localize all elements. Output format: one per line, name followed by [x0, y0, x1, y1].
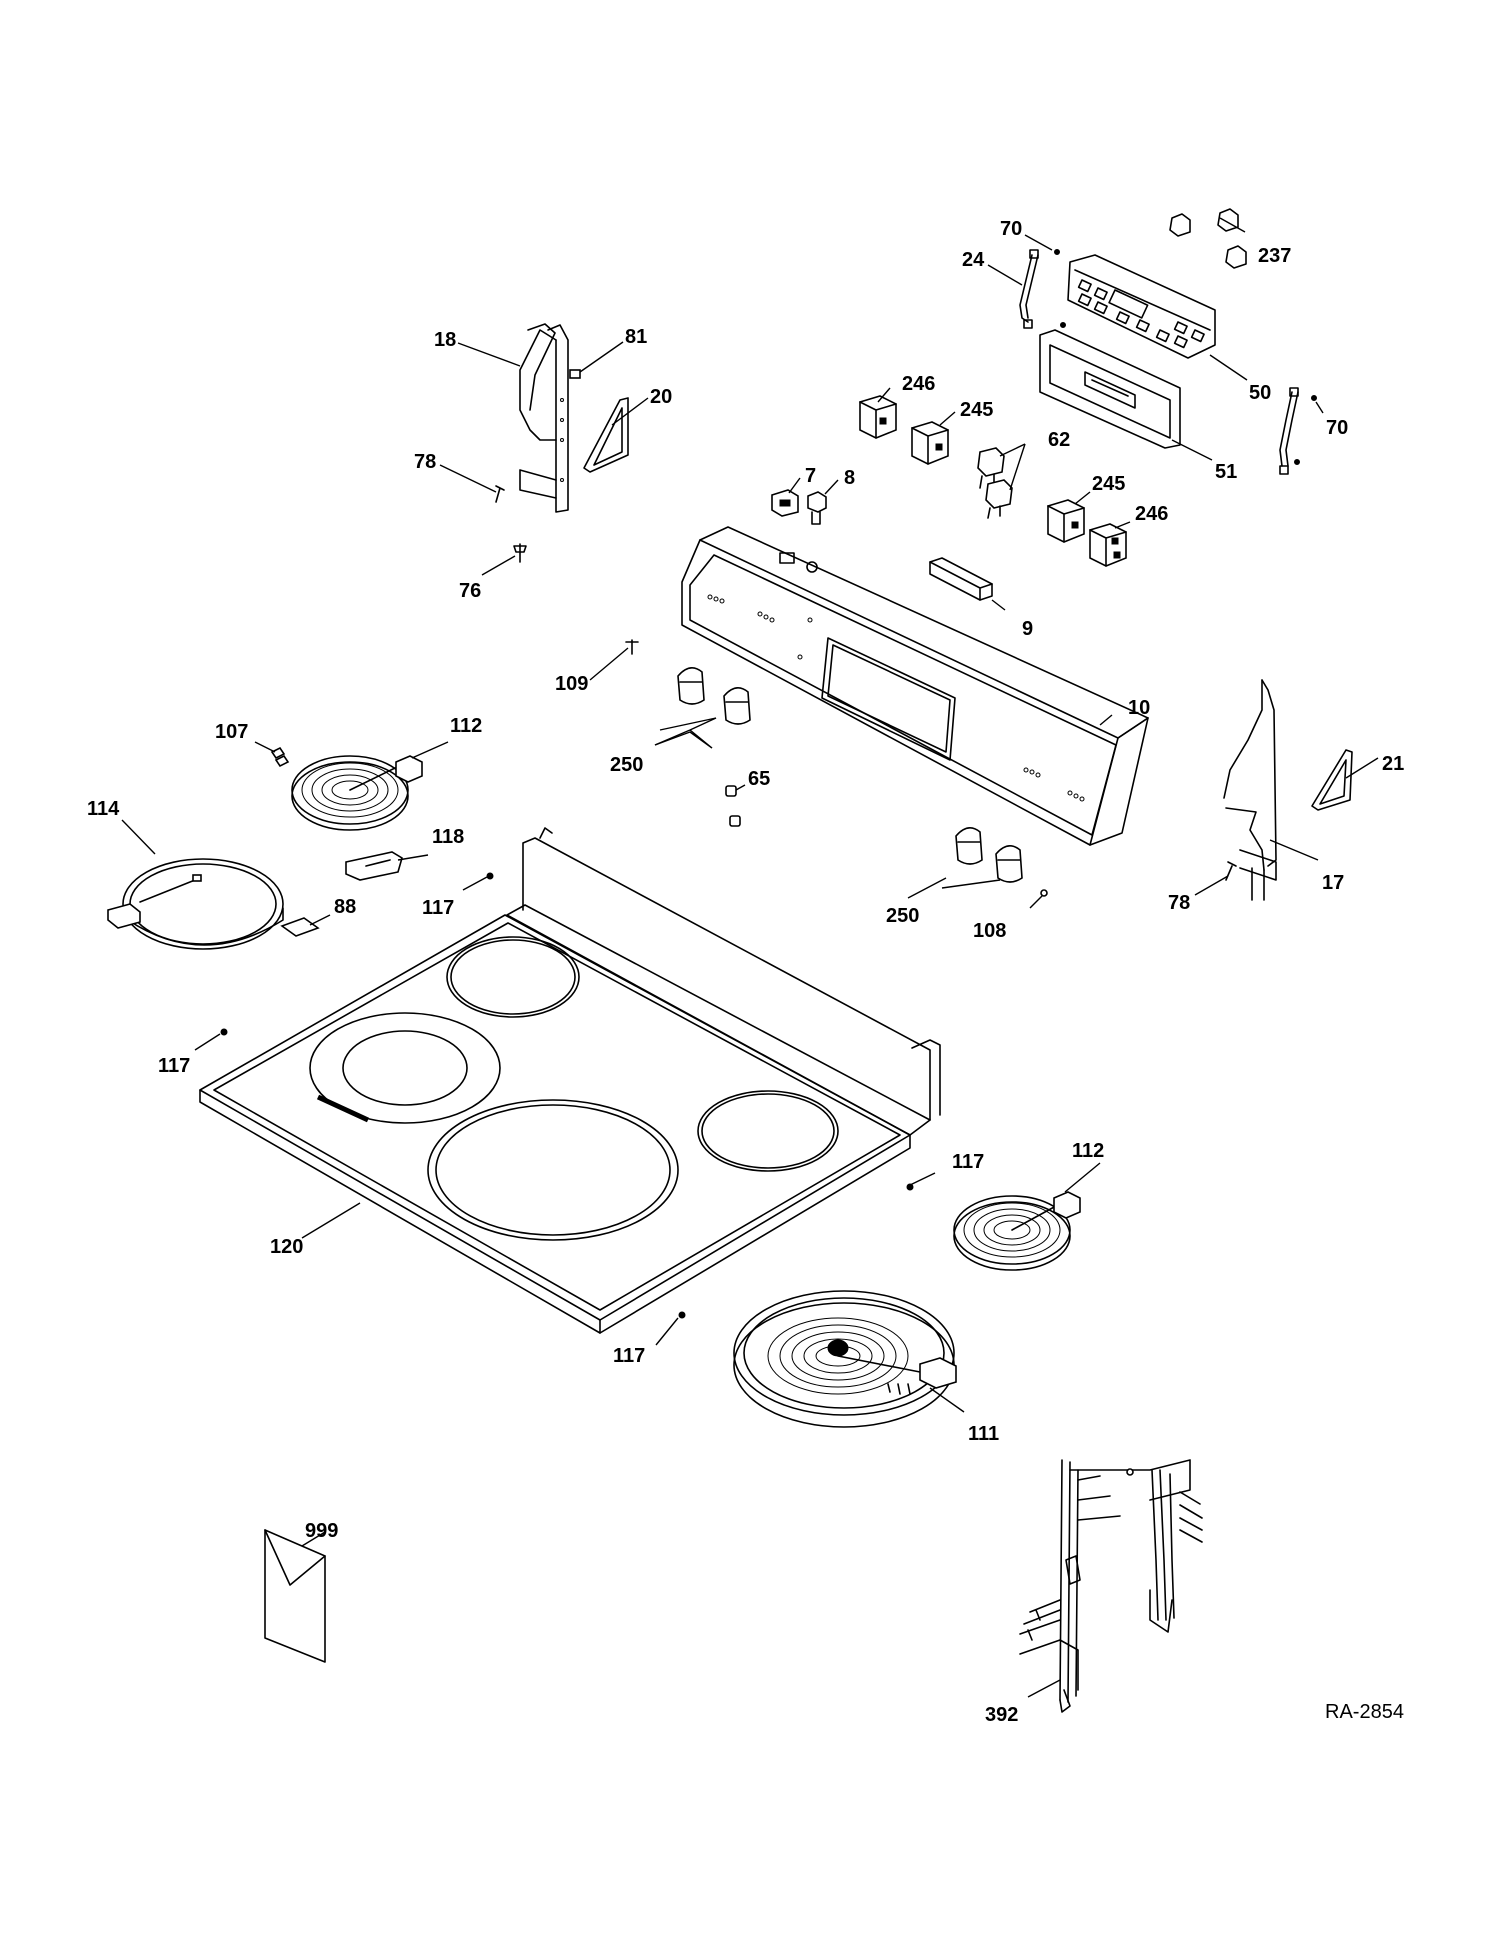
callout-120: 120 — [270, 1236, 303, 1258]
callout-21: 21 — [1382, 753, 1404, 775]
control-board-bracket — [1039, 329, 1181, 449]
callout-108: 108 — [973, 920, 1006, 942]
end-cap-left — [1019, 249, 1039, 329]
callout-246-bottom: 246 — [1135, 503, 1168, 525]
switch-246-top — [859, 395, 897, 439]
bracket-20 — [583, 397, 629, 473]
surface-unit-111 — [733, 1290, 957, 1428]
callout-250-left: 250 — [610, 754, 643, 776]
callout-7: 7 — [805, 465, 816, 487]
switch-245-top — [911, 421, 949, 465]
callout-114: 114 — [87, 798, 120, 820]
surface-unit-112-bottom — [953, 1191, 1081, 1271]
callout-112-top: 112 — [450, 715, 482, 737]
callout-10: 10 — [1128, 697, 1150, 719]
reference-code: RA-2854 — [1325, 1701, 1404, 1723]
callout-51: 51 — [1215, 461, 1237, 483]
clips-107 — [270, 746, 290, 768]
callout-50: 50 — [1249, 382, 1271, 404]
callout-20: 20 — [650, 386, 672, 408]
knobs-250-right — [955, 827, 1023, 883]
control-board — [1067, 254, 1216, 359]
callout-111: 111 — [968, 1423, 999, 1445]
switch-245-bottom — [1047, 499, 1085, 543]
callout-17: 17 — [1322, 872, 1344, 894]
screw-108 — [1040, 889, 1048, 897]
switches-62 — [977, 447, 1013, 519]
callout-237: 237 — [1258, 245, 1291, 267]
callout-70-top: 70 — [1000, 218, 1022, 240]
screw-81 — [569, 369, 581, 379]
callout-88: 88 — [334, 896, 356, 918]
window-9 — [929, 557, 993, 601]
end-cap-right — [1279, 387, 1299, 475]
surface-unit-114 — [107, 858, 284, 950]
callout-62: 62 — [1048, 429, 1070, 451]
callout-245-bottom: 245 — [1092, 473, 1125, 495]
sensor-118 — [345, 851, 403, 881]
callout-999: 999 — [305, 1520, 338, 1542]
callout-76: 76 — [459, 580, 481, 602]
pad-88 — [280, 917, 320, 937]
knobs-250-left — [677, 667, 751, 725]
bracket-21 — [1311, 749, 1353, 811]
switch-7 — [771, 489, 799, 517]
callout-81: 81 — [625, 326, 647, 348]
callout-246-top: 246 — [902, 373, 935, 395]
callout-245-top: 245 — [960, 399, 993, 421]
screws-117 — [220, 872, 914, 1319]
clips-237 — [1169, 208, 1247, 269]
callout-labels: 70 237 24 50 51 70 18 81 20 78 76 246 24… — [87, 218, 1404, 1726]
callout-117-c: 117 — [952, 1151, 984, 1173]
callout-117-b: 117 — [158, 1055, 190, 1077]
wire-harness-392 — [1019, 1459, 1203, 1713]
callout-250-right: 250 — [886, 905, 919, 927]
callout-70-right: 70 — [1326, 417, 1348, 439]
switch-246-bottom — [1089, 523, 1127, 567]
knob-inserts-65 — [725, 785, 741, 827]
side-trim-left — [519, 323, 569, 513]
screw-78-left — [495, 485, 505, 503]
screws-top — [1054, 249, 1317, 465]
callout-107: 107 — [215, 721, 248, 743]
callout-18: 18 — [434, 329, 456, 351]
callout-117-d: 117 — [613, 1345, 645, 1367]
callout-9: 9 — [1022, 618, 1033, 640]
screw-109 — [625, 639, 639, 655]
switch-8 — [807, 491, 827, 525]
callout-109: 109 — [555, 673, 588, 695]
callout-8: 8 — [844, 467, 855, 489]
screw-76 — [513, 543, 527, 563]
leader-lines — [121, 217, 1379, 1698]
callout-117-a: 117 — [422, 897, 454, 919]
callout-118: 118 — [432, 826, 464, 848]
callout-65: 65 — [748, 768, 770, 790]
cooktop-glass — [199, 827, 941, 1334]
literature-999 — [264, 1529, 326, 1663]
side-trim-right — [1223, 679, 1277, 901]
callout-24: 24 — [962, 249, 985, 271]
callout-78-left: 78 — [414, 451, 436, 473]
callout-78-right: 78 — [1168, 892, 1190, 914]
surface-unit-112-top — [291, 755, 423, 831]
callout-112-bottom: 112 — [1072, 1140, 1104, 1162]
screw-78-right — [1225, 861, 1237, 881]
callout-392: 392 — [985, 1704, 1018, 1726]
control-panel — [681, 526, 1149, 846]
